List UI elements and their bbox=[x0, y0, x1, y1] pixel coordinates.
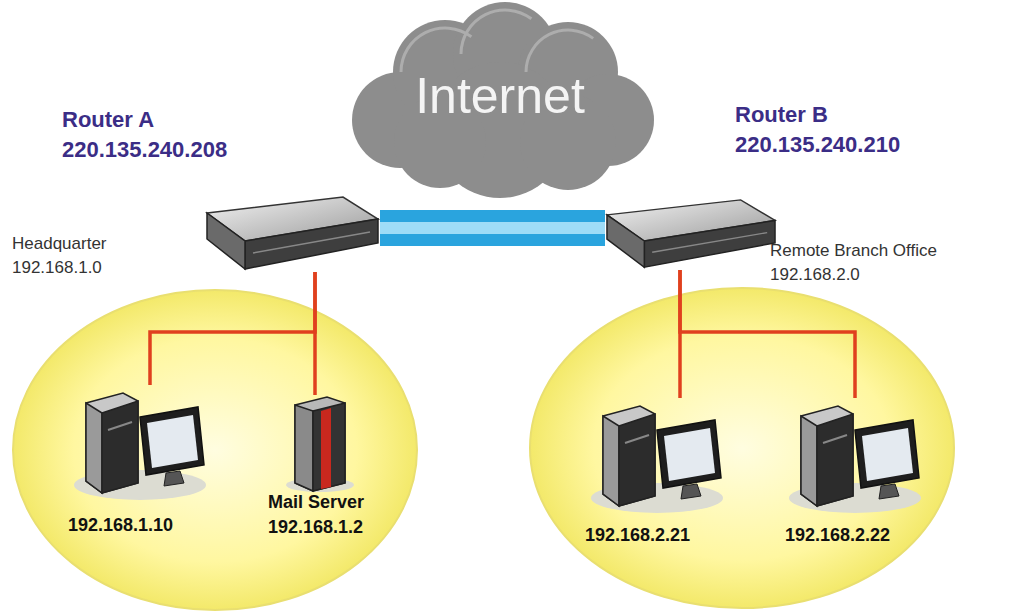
label-text: 220.135.240.208 bbox=[62, 137, 227, 162]
label-text: Router B bbox=[735, 102, 828, 127]
computer-icon bbox=[783, 398, 933, 516]
vpn-tunnel bbox=[380, 228, 605, 229]
label-text: 192.168.2.21 bbox=[585, 525, 690, 546]
label-text: 192.168.1.10 bbox=[68, 515, 173, 536]
label-text: 220.135.240.210 bbox=[735, 132, 900, 157]
router-device bbox=[205, 195, 380, 272]
label-text: Router A bbox=[62, 107, 154, 132]
workstation: 192.168.2.21 bbox=[585, 398, 735, 553]
headquarter-lan bbox=[13, 290, 417, 610]
label-text: Internet bbox=[340, 68, 660, 126]
lan-cable bbox=[680, 270, 855, 398]
lan-cable bbox=[150, 272, 315, 385]
workstation: 192.168.2.22 bbox=[783, 398, 933, 553]
router-device bbox=[605, 198, 777, 270]
internet-cloud: Internet bbox=[340, 2, 660, 197]
network-label: Remote Branch Office bbox=[770, 241, 937, 261]
computer-icon bbox=[68, 385, 218, 503]
mail-server: Mail Server 192.168.1.2 bbox=[265, 395, 395, 542]
network-label: Headquarter bbox=[12, 234, 107, 254]
label-text: 192.168.2.22 bbox=[785, 525, 890, 546]
network-label: 192.168.1.0 bbox=[12, 258, 102, 278]
label-text: Mail Server bbox=[268, 492, 364, 513]
network-label: 192.168.2.0 bbox=[770, 265, 860, 285]
router-a: Router A220.135.240.208 bbox=[205, 195, 380, 272]
workstation: 192.168.1.10 bbox=[68, 385, 218, 540]
router-b: Router B220.135.240.210 bbox=[605, 198, 777, 270]
server-icon bbox=[265, 395, 395, 493]
branch-lan bbox=[530, 288, 954, 608]
label-text: 192.168.1.2 bbox=[268, 517, 363, 538]
computer-icon bbox=[585, 398, 735, 516]
lan-cable bbox=[315, 272, 316, 395]
